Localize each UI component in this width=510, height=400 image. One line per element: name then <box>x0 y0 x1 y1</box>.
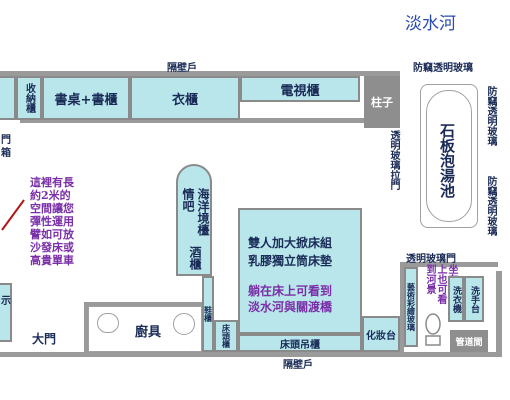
main-door: 大門 <box>32 332 57 346</box>
washing-machine: 洗衣機 <box>448 276 464 322</box>
left-partial-char-box: 箱 <box>1 148 11 159</box>
kitchen: 廚具 <box>88 306 202 352</box>
kitchen-left-wall <box>84 302 88 352</box>
vanity: 化妝台 <box>362 316 400 352</box>
shoe-cabinet: 鞋櫃 <box>202 276 214 352</box>
inner-wall-top <box>20 118 364 123</box>
kitchen-top-wall <box>84 302 204 306</box>
bed-hanging-cabinet: 床頭吊櫃 <box>238 334 362 352</box>
right-wall <box>496 271 502 357</box>
anti-theft-glass-right-2: 防竊透明玻璃 <box>485 176 496 236</box>
side-note: 這裡有長 約2米的 空間讓您 彈性運用 譬如可放 沙發床或 高貴單車 <box>30 176 74 267</box>
pipe-room: 管道間 <box>450 330 488 352</box>
kitchen-stove <box>173 313 195 335</box>
bottom-wall <box>0 352 496 357</box>
anti-theft-glass-top: 防竊透明玻璃 <box>413 63 473 74</box>
bath-top-wall <box>402 262 498 267</box>
toilet-icon <box>425 313 441 346</box>
partition-label-top: 隔壁戶 <box>167 63 197 74</box>
partition-label-bottom: 隔壁戶 <box>283 360 313 371</box>
left-partial-char-show: 示 <box>1 296 11 307</box>
pillar: 柱子 <box>364 76 400 128</box>
left-partial-top-cabinet <box>0 76 16 120</box>
left-partial-bottom-cabinet <box>0 283 12 342</box>
desk-bookshelf: 書桌+書櫃 <box>42 76 130 120</box>
stone-bathtub: 石板泡湯池 <box>420 84 478 228</box>
kitchen-sink <box>97 313 119 333</box>
double-bed: 雙人加大掀床組 乳膠獨立筒床墊 躺在床上可看到 淡水河與關渡橋 <box>238 208 362 334</box>
glass-sliding-door: 透明玻璃拉門 <box>388 130 399 190</box>
bedside-cabinet: 床頭櫃 <box>214 320 238 352</box>
tv-cabinet: 電視櫃 <box>240 76 360 102</box>
hand-basin: 洗手台 <box>464 276 484 322</box>
storage-cabinet: 收納櫃 <box>16 76 42 120</box>
map-title: 淡水河 <box>405 14 456 34</box>
glass-door: 透明玻璃門 <box>406 254 456 265</box>
top-wall <box>0 71 400 76</box>
ocean-bar: 海洋境檯 情吧 酒櫃 <box>176 164 212 276</box>
bath-divider <box>400 262 404 352</box>
art-glass: 藝術彩繪玻璃 <box>404 267 418 347</box>
pointer-arrow <box>1 199 25 231</box>
left-partial-char-door: 門 <box>1 135 11 146</box>
anti-theft-glass-right-1: 防竊透明玻璃 <box>485 86 496 146</box>
wardrobe: 衣櫃 <box>130 76 240 120</box>
